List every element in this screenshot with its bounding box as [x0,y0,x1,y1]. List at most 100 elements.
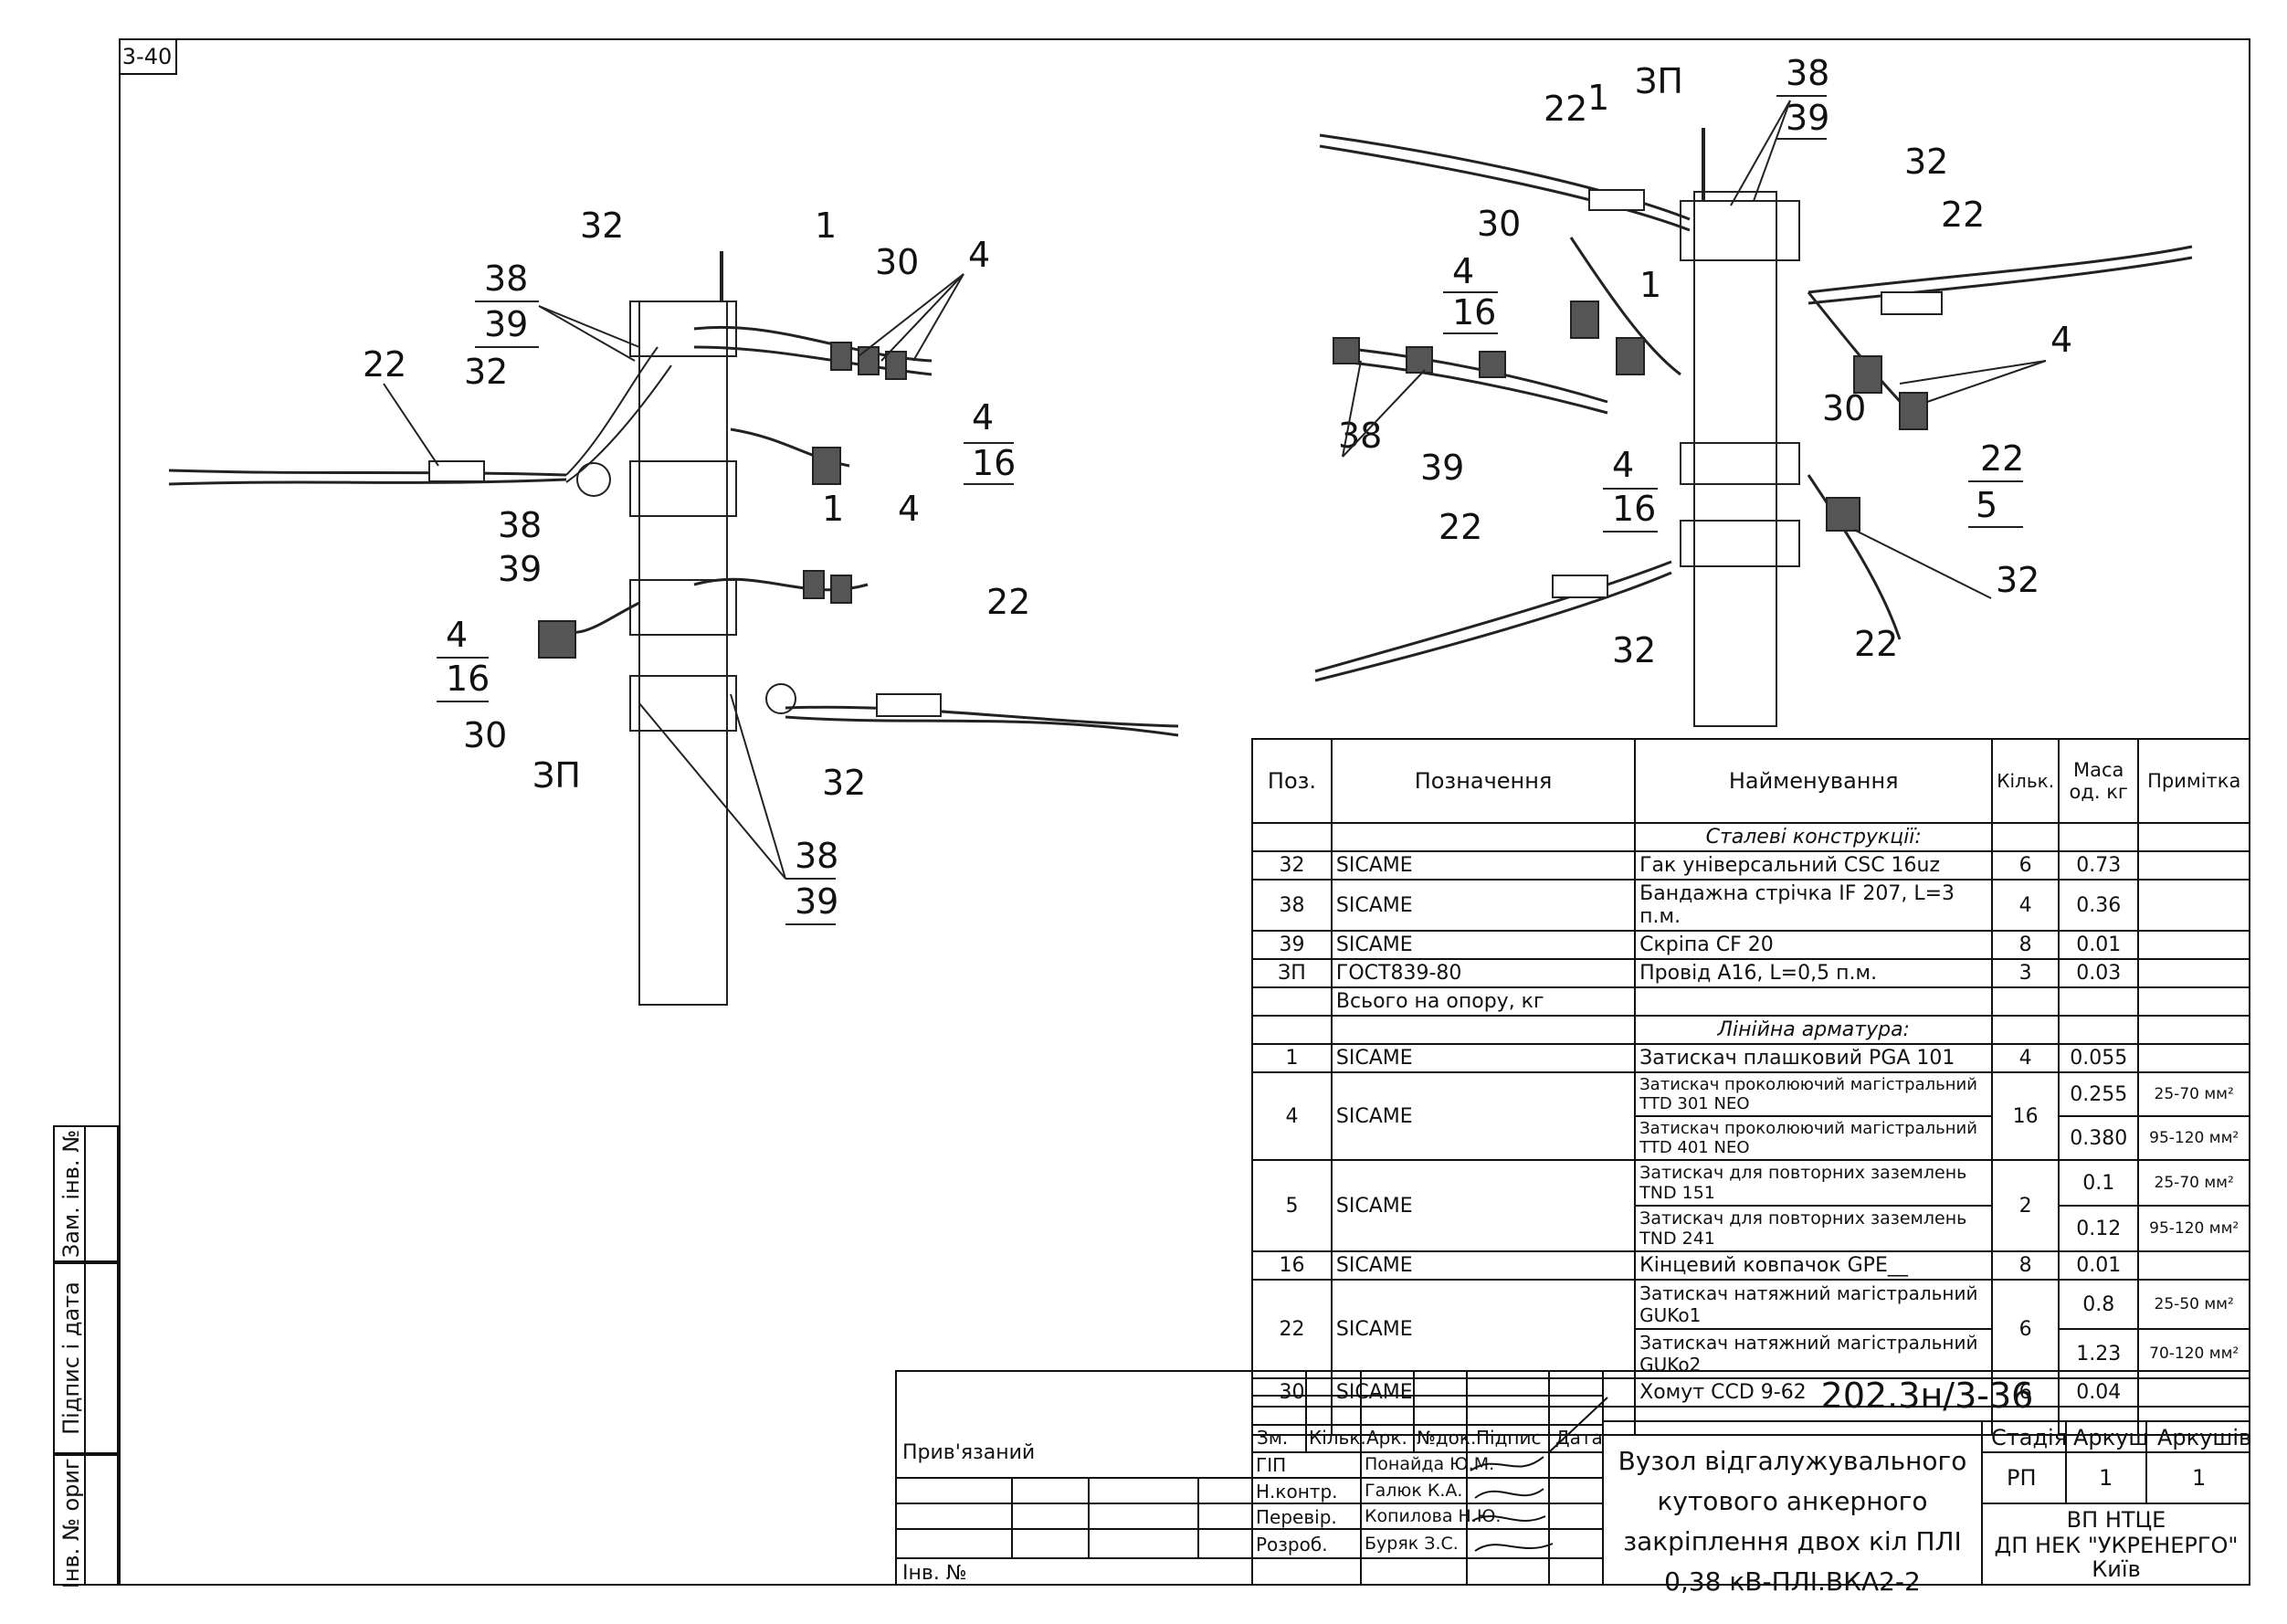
callout: 39 [498,549,542,589]
section-line-label: Лінійна арматура: [1634,1015,1994,1045]
row-pos: 39 [1251,930,1333,960]
row-pos: 32 [1251,850,1333,881]
table-row: 32 SICAME Гак універсальний CSC 16uz 6 0… [1251,850,2250,881]
stage-label: Стадія [1991,1425,2068,1450]
header-name: Найменування [1634,738,1994,824]
name-gip: Понайда Ю.М. [1365,1454,1495,1474]
row-mass: 0.8 [2058,1279,2140,1330]
callout: 4 [972,397,994,438]
row-note [2137,930,2250,960]
row-designation: SICAME [1330,1071,1637,1161]
row-designation: ГОСТ839-80 [1330,958,1637,988]
header-mass: Маса од. кг [2058,738,2140,824]
sheet-value: 1 [2099,1465,2113,1491]
row-name: Затискач проколюючий магістральний TTD 4… [1634,1115,1994,1161]
callout: 16 [972,443,1016,483]
callout: 39 [1786,98,1829,138]
callout: 38 [484,258,528,299]
callout: 4 [898,489,920,529]
callout: 22 [1854,624,1898,664]
row-name: Гак універсальний CSC 16uz [1634,850,1994,881]
header-pos: Поз. [1251,738,1333,824]
sheet-id: 3-40 [119,38,177,75]
table-row: 5 SICAME Затискач для повторних заземлен… [1251,1159,2250,1252]
left-callouts: 32 1 30 4 38 39 22 32 4 16 1 4 38 39 4 1… [363,206,1030,922]
callout: 4 [2050,320,2072,360]
role-rozrob: Розроб. [1256,1534,1328,1555]
row-note [2137,1250,2250,1281]
callout: 16 [1452,292,1496,332]
callout: 30 [1822,388,1866,428]
row-name: Кінцевий ковпачок GPE__ [1634,1250,1994,1281]
pryvyazanyi-label: Прив'язаний [902,1441,1036,1464]
callout: 38 [1786,53,1829,93]
row-qty: 6 [1991,1279,2060,1379]
callout: 22 [1980,438,2024,479]
callout: 1 [1639,265,1661,305]
row-mass: 0.1 [2058,1159,2140,1207]
row-pos: 4 [1251,1071,1333,1161]
callout: 32 [1612,630,1656,670]
callout: 22 [1439,507,1482,547]
row-name: Провід А16, L=0,5 п.м. [1634,958,1994,988]
row-mass: 0.255 [2058,1071,2140,1117]
spec-header-row: Поз. Позначення Найменування Кільк. Маса… [1251,738,2250,824]
callout: 32 [822,763,866,803]
total-row: Всього на опору, кг [1251,986,2250,1017]
row-mass: 0.73 [2058,850,2140,881]
left-pole-view [168,251,1179,1006]
callout: 30 [463,715,507,755]
header-qty: Кільк. [1991,738,2060,824]
section-row: Сталеві конструкції: [1251,822,2250,852]
row-qty: 8 [1991,1250,2060,1281]
org-line-2: ДП НЕК "УКРЕНЕРГО" [1994,1533,2239,1558]
document-code: 202.3н/3-36 [1820,1376,2034,1416]
row-name: Затискач натяжний магістральний GUKo1 [1634,1279,1994,1330]
col-header-kilk: Кільк. [1309,1427,1366,1449]
row-note [2137,958,2250,988]
section-steel-label: Сталеві конструкції: [1634,822,1994,852]
row-mass: 0.380 [2058,1115,2140,1161]
row-mass: 0.36 [2058,879,2140,932]
callout: 32 [1996,560,2039,600]
row-pos: 16 [1251,1250,1333,1281]
callout: 39 [795,881,838,922]
name-nkontr: Галюк К.А. [1365,1481,1463,1501]
sheet-label: Аркуш [2073,1425,2149,1450]
row-qty: 6 [1991,1377,2060,1408]
callout: ЗП [1635,61,1683,101]
sheets-value: 1 [2192,1465,2207,1491]
role-nkontr: Н.контр. [1256,1481,1338,1503]
row-designation: SICAME [1330,1377,1637,1408]
row-pos: 38 [1251,879,1333,932]
row-note: 95-120 мм² [2137,1115,2250,1161]
row-mass: 0.12 [2058,1205,2140,1252]
table-row: Затискач для повторних заземлень TND 241… [1252,1205,2250,1252]
callout: 38 [498,505,542,545]
row-mass: 0.01 [2058,1250,2140,1281]
table-row: ЗП ГОСТ839-80 Провід А16, L=0,5 п.м. 3 0… [1251,958,2250,988]
row-name: Затискач для повторних заземлень TND 151 [1634,1159,1994,1207]
callout: 4 [446,615,468,655]
callout: 22 [1941,195,1985,235]
row-designation: SICAME [1330,879,1637,932]
row-qty: 4 [1991,879,2060,932]
row-name: Хомут CCD 9-62 [1634,1377,1994,1408]
row-name: Затискач для повторних заземлень TND 241 [1634,1205,1994,1252]
row-designation: SICAME [1330,930,1637,960]
callout: 30 [875,242,919,282]
row-qty: 8 [1991,930,2060,960]
row-designation: SICAME [1330,1159,1637,1252]
table-row: 30 SICAME Хомут CCD 9-62 6 0.04 [1251,1377,2250,1408]
row-designation: SICAME [1330,850,1637,881]
row-designation: SICAME [1330,1043,1637,1073]
callout: 4 [968,235,990,275]
row-note: 95-120 мм² [2137,1205,2250,1252]
callout: 38 [795,836,838,876]
col-header-pidpys: Підпис [1476,1427,1542,1449]
row-mass: 0.01 [2058,930,2140,960]
col-header-zm: Зм. [1257,1427,1289,1449]
total-label: Всього на опору, кг [1330,986,1637,1017]
